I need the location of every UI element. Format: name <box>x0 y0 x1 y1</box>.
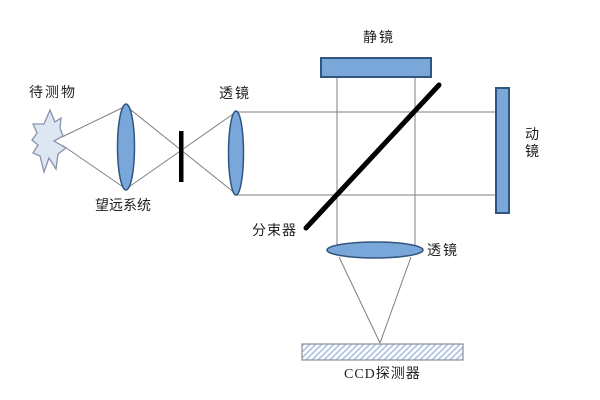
ccd-detector-plate <box>301 343 464 361</box>
label-test-object: 待测物 <box>29 86 77 101</box>
moving-mirror <box>495 87 510 214</box>
label-telescope-system: 望远系统 <box>95 199 151 214</box>
label-focusing-lens: 透镜 <box>427 244 459 259</box>
ray-focus-left <box>338 256 381 344</box>
label-ccd-detector: CCD探测器 <box>344 367 421 382</box>
telescope-lens <box>116 103 136 191</box>
static-mirror <box>320 57 432 78</box>
ray-focus-right <box>379 256 412 344</box>
collimating-lens <box>227 110 245 196</box>
focal-stop-bar <box>179 131 184 182</box>
light-rays <box>61 77 496 344</box>
test-object-star <box>31 108 68 175</box>
label-static-mirror: 静镜 <box>363 31 395 46</box>
ray-object-to-telescope-bottom <box>61 144 127 190</box>
label-moving-mirror: 动 镜 <box>525 128 539 160</box>
ray-object-to-telescope-top <box>61 105 127 138</box>
label-beam-splitter: 分束器 <box>252 224 297 239</box>
beam-splitter-plate <box>303 82 442 231</box>
label-collimating-lens: 透镜 <box>219 87 251 102</box>
focusing-lens <box>326 241 424 259</box>
